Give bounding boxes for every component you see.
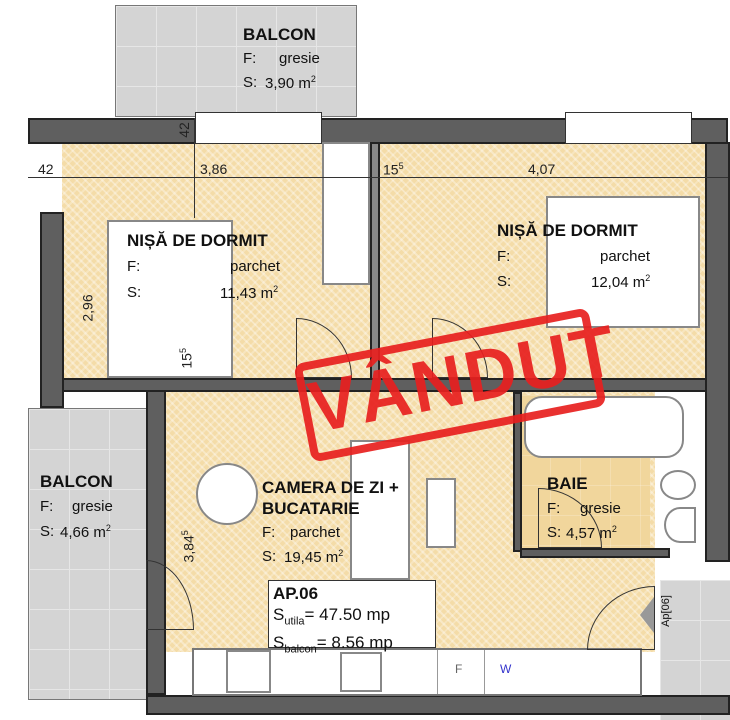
dim-386: 3,86 xyxy=(200,161,228,177)
sub: utila xyxy=(284,615,305,628)
living-title-2: BUCATARIE xyxy=(262,499,360,518)
wall-living-left xyxy=(146,390,166,695)
dim-384: 3,845 xyxy=(180,530,197,562)
wall-left xyxy=(40,212,64,408)
dimension-line xyxy=(194,118,195,218)
value: 3,84 xyxy=(180,535,197,563)
bathtub xyxy=(524,396,684,458)
value: = 8.56 mp xyxy=(316,633,393,653)
value: 15 xyxy=(178,353,195,369)
dimension-line xyxy=(28,177,728,178)
living-area: 19,45 m2 xyxy=(284,548,343,566)
living-floor-type: parchet xyxy=(290,524,341,541)
wall-middle xyxy=(370,142,380,382)
dim-407: 4,07 xyxy=(528,161,556,177)
balcony-top xyxy=(115,5,357,117)
bath-title: BAIE xyxy=(547,474,588,493)
apartment-name: AP.06 xyxy=(273,584,319,603)
dim-155-top: 155 xyxy=(383,161,404,178)
sink-bath xyxy=(664,507,696,543)
window-top-right xyxy=(565,112,692,144)
bedroom-left-floor-type: parchet xyxy=(230,258,281,275)
label: S: xyxy=(243,74,258,91)
balcony-left xyxy=(28,408,148,700)
balcony-area: Sbalcon= 8.56 mp xyxy=(273,632,431,660)
label: F: xyxy=(127,258,141,275)
bedroom-left-title: NIȘĂ DE DORMIT xyxy=(127,231,268,250)
fridge xyxy=(437,650,485,694)
label: F: xyxy=(243,50,257,67)
bath-area: 4,57 m2 xyxy=(566,524,617,542)
washer-label: W xyxy=(500,662,512,676)
value: 4,66 m xyxy=(60,524,106,541)
bedroom-right-area: 12,04 m2 xyxy=(591,273,650,291)
entrance-tag: Ap[06] xyxy=(659,595,672,627)
balcony-left-title: BALCON xyxy=(40,472,113,491)
wardrobe xyxy=(322,142,370,285)
value: 3,90 m xyxy=(265,75,311,92)
sup: 2 xyxy=(338,548,344,558)
value: = 47.50 mp xyxy=(304,605,391,624)
wall-bath-left xyxy=(513,392,522,552)
balcony-top-title: BALCON xyxy=(243,25,316,44)
balcony-left-floor: gresie xyxy=(72,498,113,515)
s: S xyxy=(273,605,285,624)
bed-left xyxy=(107,220,233,378)
label: S: xyxy=(497,273,512,290)
balcony-top-floor: gresie xyxy=(279,50,320,67)
value: 15 xyxy=(383,161,399,178)
sup: 2 xyxy=(105,523,111,533)
dim-155-bottom: 155 xyxy=(178,348,195,369)
usable-area: Sutila= 47.50 mp xyxy=(273,604,431,632)
bedroom-right-floor-type: parchet xyxy=(600,248,651,265)
bedroom-right-title: NIȘĂ DE DORMIT xyxy=(497,221,638,240)
sup: 5 xyxy=(398,161,404,171)
s: S xyxy=(273,633,285,653)
label: F: xyxy=(547,500,561,517)
side-cabinet xyxy=(426,478,456,548)
sofa xyxy=(350,440,410,580)
toilet xyxy=(660,470,696,500)
wall-right xyxy=(705,142,730,562)
wall-bath-bottom xyxy=(520,548,670,558)
sup: 5 xyxy=(179,530,190,536)
bedroom-left-area: 11,43 m2 xyxy=(220,284,278,302)
entrance-arrow-icon xyxy=(640,597,654,633)
kitchen-sink-icon xyxy=(340,652,382,692)
bed-right xyxy=(546,196,700,328)
label: S: xyxy=(262,548,277,565)
apartment-info-box: AP.06 Sutila= 47.50 mp Sbalcon= 8.56 mp xyxy=(268,580,436,656)
stove-icon xyxy=(226,650,271,693)
balcony-left-area: 4,66 m2 xyxy=(60,523,111,541)
balcony-top-area: 3,90 m2 xyxy=(265,74,316,92)
label: F: xyxy=(497,248,511,265)
value: 19,45 m xyxy=(284,549,339,566)
label: S: xyxy=(40,523,55,540)
value: 11,43 m xyxy=(220,285,274,302)
label: S: xyxy=(547,524,562,541)
dim-296: 2,96 xyxy=(79,294,96,322)
living-title-1: CAMERA DE ZI + xyxy=(262,478,399,497)
sub: balcon xyxy=(284,643,317,656)
label: F: xyxy=(262,524,276,541)
value: 4,57 m xyxy=(566,525,612,542)
label: S: xyxy=(127,284,142,301)
sup: 2 xyxy=(645,273,651,283)
dim-42-left: 42 xyxy=(38,161,54,177)
value: 12,04 m xyxy=(591,274,646,291)
bath-floor-type: gresie xyxy=(580,500,621,517)
window-top-left xyxy=(195,112,322,144)
wall-bottom xyxy=(146,695,730,715)
sup: 2 xyxy=(273,284,279,294)
dining-table xyxy=(196,463,258,525)
sup: 5 xyxy=(177,348,188,354)
fridge-label: F xyxy=(455,662,463,676)
dim-42-top: 42 xyxy=(175,122,192,138)
sup: 2 xyxy=(310,74,316,84)
label: F: xyxy=(40,498,54,515)
sup: 2 xyxy=(611,524,617,534)
